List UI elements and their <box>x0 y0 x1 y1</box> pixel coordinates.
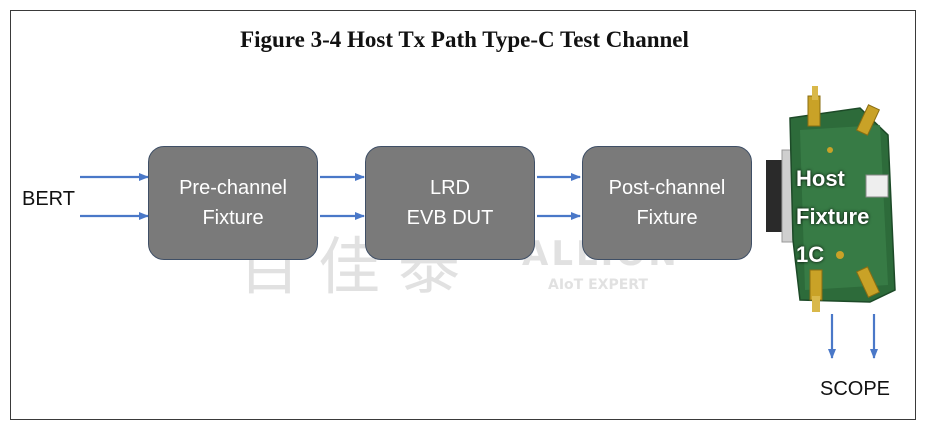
block-line1: Post-channel <box>608 177 726 199</box>
block-line1: Pre-channel <box>179 177 287 199</box>
figure-frame <box>10 10 916 420</box>
watermark-tagline: AIoT EXPERT <box>548 277 648 293</box>
block-line1: LRD <box>429 177 470 199</box>
block-post-channel-fixture: Post-channel Fixture <box>582 146 752 260</box>
scope-label: SCOPE <box>820 378 891 400</box>
host-fixture-line1: Host <box>796 166 845 191</box>
host-fixture-label: Host Fixture 1C <box>796 160 896 274</box>
block-line2: EVB DUT <box>406 207 494 229</box>
block-line2: Fixture <box>202 207 264 229</box>
bert-label: BERT <box>22 188 75 210</box>
host-fixture-line2: Fixture <box>796 204 870 229</box>
host-fixture-line3: 1C <box>796 242 825 267</box>
block-line2: Fixture <box>636 207 698 229</box>
block-lrd-evb-dut: LRD EVB DUT <box>365 146 535 260</box>
figure-title: Figure 3-4 Host Tx Path Type-C Test Chan… <box>240 27 689 52</box>
block-pre-channel-fixture: Pre-channel Fixture <box>148 146 318 260</box>
